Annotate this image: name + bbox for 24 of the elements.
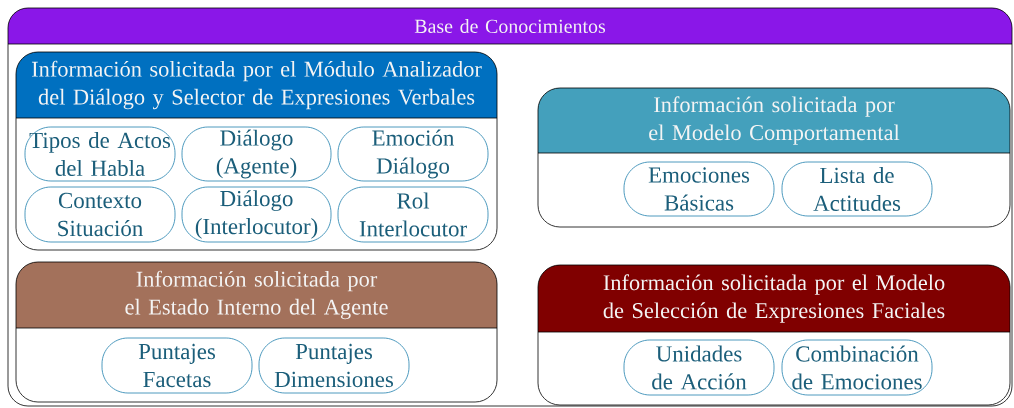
rounded-box — [181, 186, 332, 243]
item-label: Diálogo (Interlocutor) — [195, 190, 318, 239]
item-label: Emociones Básicas — [648, 167, 750, 211]
item-label: Emoción Diálogo — [372, 129, 455, 179]
item-label: Tipos de Actos del Habla — [29, 132, 171, 176]
rounded-box — [258, 337, 410, 394]
rounded-box — [623, 339, 775, 396]
rounded-box — [24, 186, 176, 243]
rounded-box — [781, 161, 933, 217]
item-label: Rol Interlocutor — [359, 192, 467, 237]
rounded-box — [337, 126, 489, 182]
item-label: Puntajes Dimensiones — [274, 343, 393, 388]
item-label: Combinación de Emociones — [792, 345, 922, 390]
rounded-box — [623, 161, 775, 217]
item-label: Unidades de Acción — [652, 345, 747, 390]
item-label: Puntajes Facetas — [138, 343, 215, 388]
rounded-box — [181, 126, 332, 182]
item-label: Lista de Actitudes — [813, 167, 901, 211]
rounded-box — [781, 339, 933, 396]
rounded-box — [337, 186, 489, 243]
item-label: Diálogo (Agente) — [216, 129, 297, 179]
rounded-box — [101, 337, 253, 394]
rounded-box — [24, 126, 176, 182]
item-label: Contexto Situación — [58, 192, 143, 237]
